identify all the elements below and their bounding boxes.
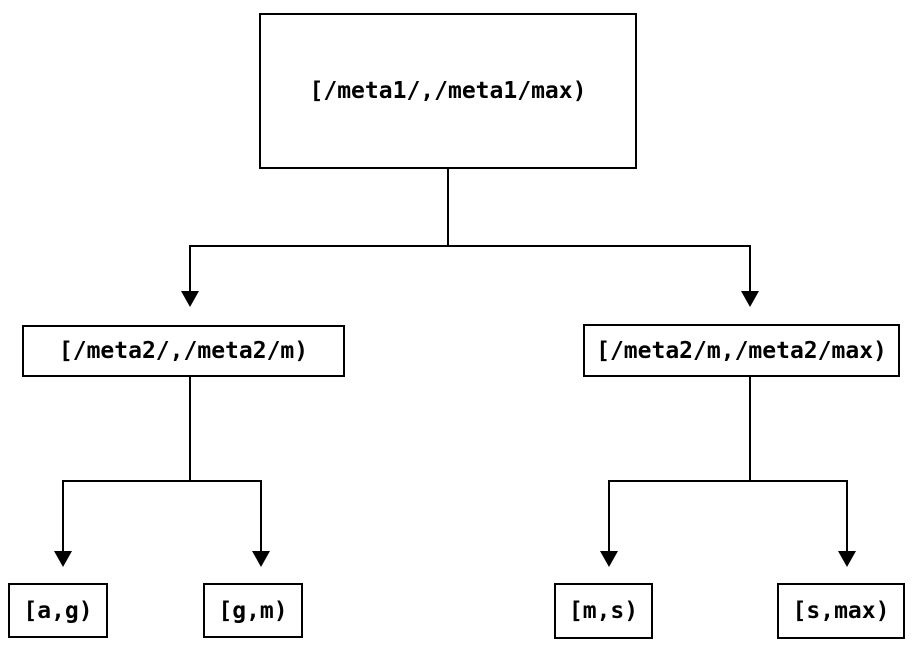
node-leaf-ms: [m,s): [554, 583, 653, 639]
arrowhead-left-to-gm-icon: [252, 551, 270, 567]
node-root: [/meta1/,/meta1/max): [259, 13, 637, 169]
arrowhead-right-to-smax-icon: [838, 551, 856, 567]
arrowhead-left-to-ag-icon: [54, 551, 72, 567]
node-meta2-left-label: [/meta2/,/meta2/m): [58, 338, 309, 364]
node-leaf-ag: [a,g): [8, 583, 108, 638]
arrowhead-root-to-right-icon: [741, 291, 759, 307]
node-leaf-gm: [g,m): [203, 583, 303, 638]
node-leaf-gm-label: [g,m): [218, 597, 288, 624]
node-meta2-left: [/meta2/,/meta2/m): [22, 325, 345, 377]
node-leaf-smax-label: [s,max): [792, 598, 890, 624]
node-leaf-ms-label: [m,s): [568, 598, 639, 624]
arrowhead-right-to-ms-icon: [600, 551, 618, 567]
arrowhead-root-to-left-icon: [181, 291, 199, 307]
node-meta2-right: [/meta2/m,/meta2/max): [583, 324, 900, 377]
node-root-label: [/meta1/,/meta1/max): [309, 78, 587, 104]
node-leaf-smax: [s,max): [777, 583, 905, 639]
node-meta2-right-label: [/meta2/m,/meta2/max): [596, 337, 887, 364]
node-leaf-ag-label: [a,g): [23, 597, 93, 624]
